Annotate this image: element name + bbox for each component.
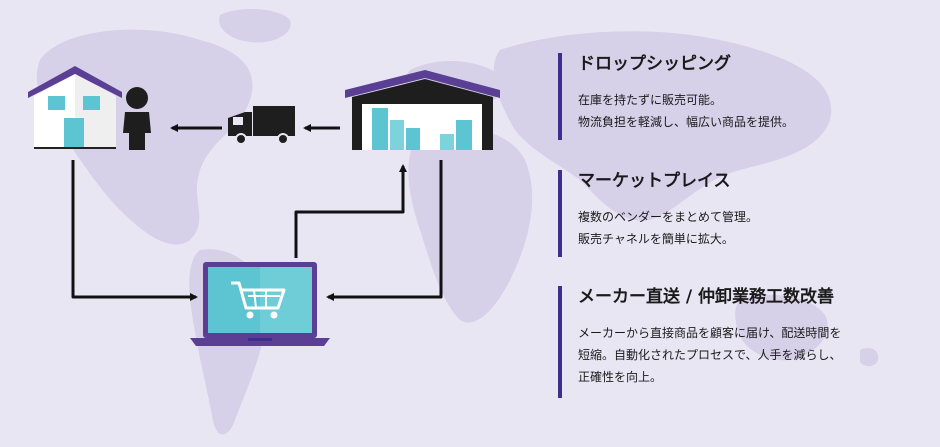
feature-title: マーケットプレイス — [578, 171, 731, 191]
feature-direct-shipping: メーカー直送 / 仲卸業務工数改善 メーカーから直接商品を顧客に届け、配送時間を… — [558, 286, 918, 398]
person-icon — [123, 87, 151, 150]
arrow-house-to-laptop — [71, 160, 198, 301]
truck-icon — [228, 106, 295, 145]
flow-arrows — [71, 124, 443, 301]
feature-description: 複数のベンダーをまとめて管理。 販売チャネルを簡単に拡大。 — [578, 210, 759, 246]
warehouse-icon — [345, 70, 500, 150]
feature-description: メーカーから直接商品を顧客に届け、配送時間を 短縮。自動化されたプロセスで、人手… — [578, 326, 842, 384]
feature-title: メーカー直送 / 仲卸業務工数改善 — [578, 287, 835, 307]
feature-marketplace: マーケットプレイス 複数のベンダーをまとめて管理。 販売チャネルを簡単に拡大。 — [558, 170, 918, 257]
arrow-warehouse-to-laptop — [326, 160, 443, 301]
laptop-cart-icon — [190, 262, 330, 346]
feature-dropshipping: ドロップシッピング 在庫を持たずに販売可能。 物流負担を軽減し、幅広い商品を提供… — [558, 53, 918, 140]
feature-title: ドロップシッピング — [578, 54, 731, 74]
feature-description: 在庫を持たずに販売可能。 物流負担を軽減し、幅広い商品を提供。 — [578, 93, 795, 129]
arrow-laptop-to-warehouse — [294, 164, 407, 258]
house-icon — [28, 66, 122, 149]
